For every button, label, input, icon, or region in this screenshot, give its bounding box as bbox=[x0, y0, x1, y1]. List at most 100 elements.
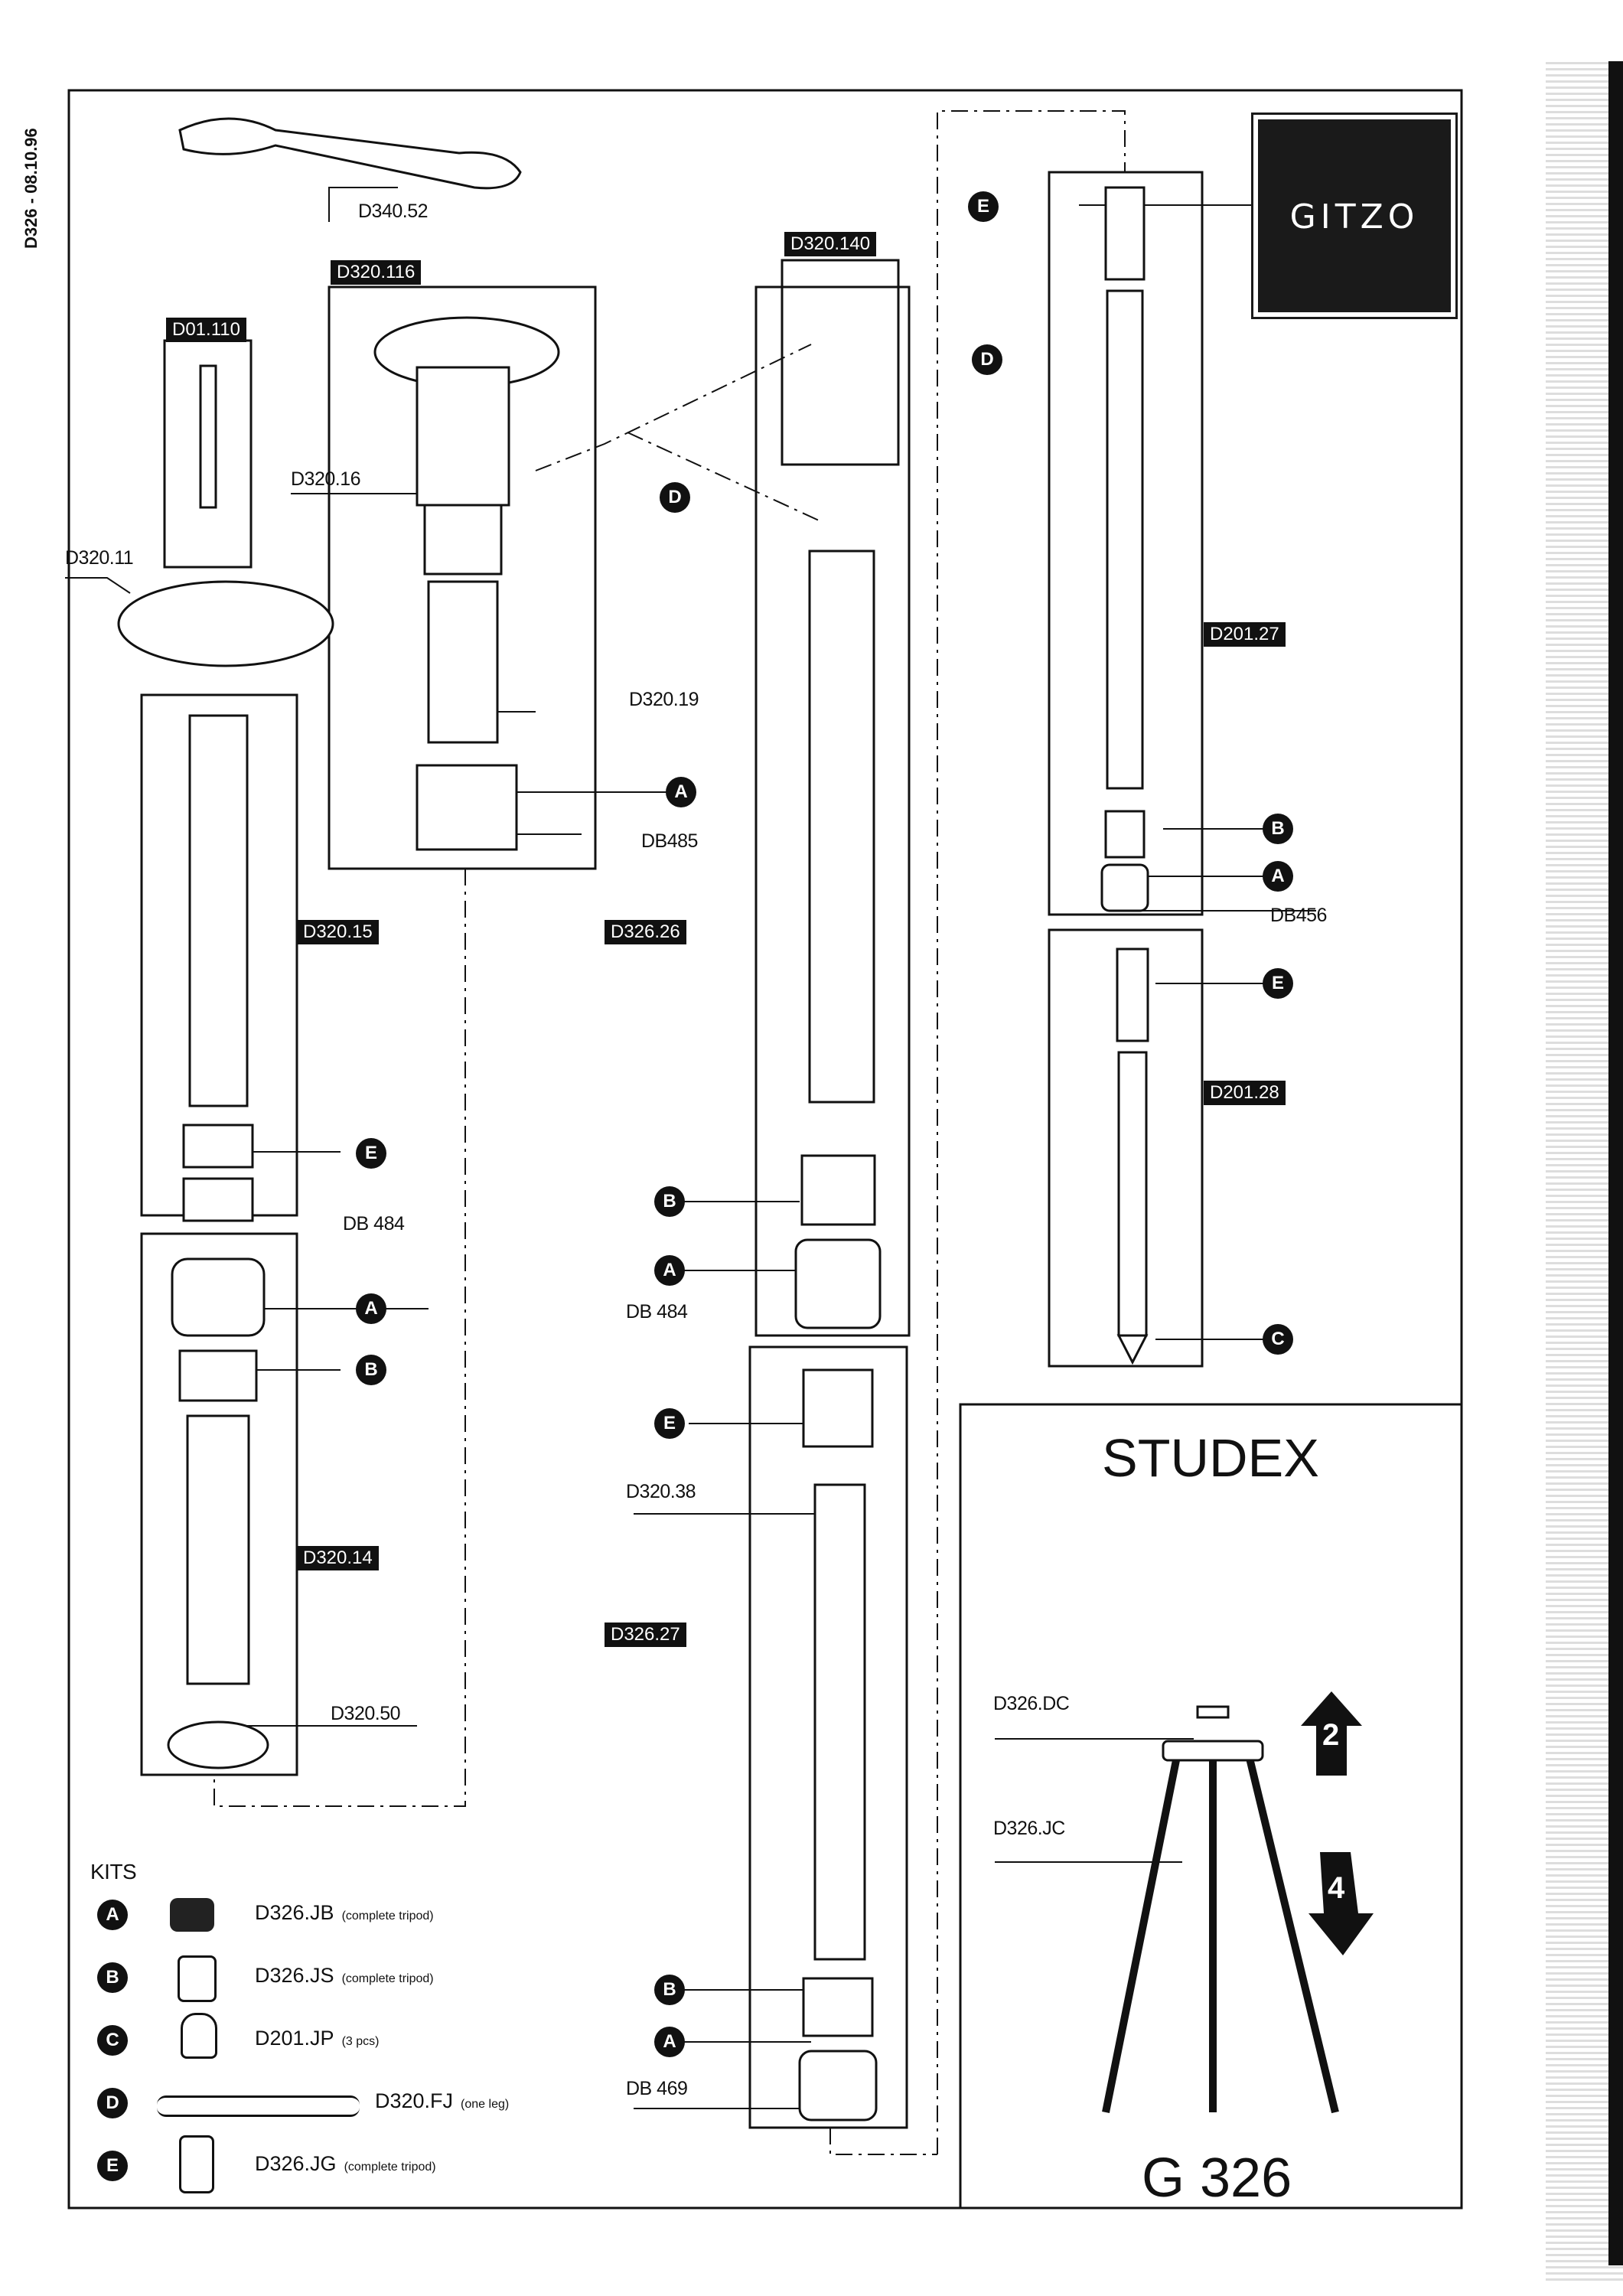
marker-d: D bbox=[660, 482, 690, 513]
scanned-page-edge-dark bbox=[1608, 61, 1623, 2265]
label-d320-16: D320.16 bbox=[291, 468, 361, 490]
label-db485: DB485 bbox=[641, 830, 698, 852]
kit-item-b: D326.JS(complete tripod) bbox=[255, 1964, 434, 1988]
nut-db485 bbox=[416, 764, 518, 851]
sleeve-d320-19 bbox=[427, 580, 499, 744]
tripod-legs bbox=[1102, 1747, 1339, 2114]
marker-e: E bbox=[968, 191, 999, 222]
label-d340-52: D340.52 bbox=[358, 201, 429, 222]
column-d320-14 bbox=[186, 1414, 250, 1685]
tag-d320-140: D320.140 bbox=[784, 232, 877, 256]
tag-d320-14: D320.14 bbox=[297, 1546, 379, 1570]
marker-e: E bbox=[356, 1138, 386, 1169]
direction-arrows bbox=[1301, 1691, 1374, 1955]
label-db484-left: DB 484 bbox=[343, 1213, 405, 1234]
kit-item-c: D201.JP (3 pcs) bbox=[255, 2027, 379, 2050]
kit-knob-icon bbox=[170, 1898, 214, 1932]
kit-item-a: D326.JB (complete tripod) bbox=[255, 1901, 434, 1925]
head-collar bbox=[416, 366, 510, 507]
kit-sleeve-icon bbox=[178, 1955, 217, 2002]
spike-foot bbox=[1116, 1334, 1149, 1365]
marker-a: A bbox=[1263, 861, 1293, 892]
box-d326-26 bbox=[754, 285, 911, 1337]
label-d326-dc: D326.DC bbox=[993, 1693, 1070, 1714]
kit-note: (complete tripod) bbox=[344, 2161, 436, 2174]
kit-item-e: D326.JG (complete tripod) bbox=[255, 2152, 436, 2176]
product-name: STUDEX bbox=[1102, 1428, 1319, 1488]
kit-marker-d: D bbox=[97, 2088, 128, 2118]
label-d320-11: D320.11 bbox=[65, 547, 134, 569]
box-d320-14 bbox=[140, 1232, 298, 1776]
kit-note: (one leg) bbox=[461, 2098, 510, 2111]
marker-a: A bbox=[654, 2027, 685, 2057]
tag-d320-15: D320.15 bbox=[297, 920, 379, 944]
wrench-part bbox=[178, 117, 522, 190]
guide-left bbox=[213, 869, 466, 1807]
marker-a: A bbox=[654, 1255, 685, 1286]
box-d320-140 bbox=[781, 259, 900, 466]
leg-d201-27 bbox=[1106, 289, 1144, 790]
kit-note: (3 pcs) bbox=[341, 2035, 380, 2048]
guide-bolt bbox=[535, 344, 812, 471]
kit-marker-e: E bbox=[97, 2151, 128, 2181]
kit-code: D326.JG bbox=[255, 2152, 337, 2175]
tag-d201-27: D201.27 bbox=[1204, 622, 1286, 647]
leg-d326-27 bbox=[813, 1483, 866, 1961]
arrow-down-icon bbox=[1309, 1852, 1374, 1955]
foot-d320-50 bbox=[167, 1720, 269, 1769]
tag-d201-28: D201.28 bbox=[1204, 1081, 1286, 1105]
tag-d326-27: D326.27 bbox=[605, 1623, 686, 1647]
disc-part bbox=[117, 580, 334, 667]
marker-e: E bbox=[654, 1408, 685, 1439]
arrow-down-number: 4 bbox=[1328, 1871, 1344, 1905]
kit-hinge-set-icon bbox=[157, 2095, 360, 2117]
kit-marker-a: A bbox=[97, 1900, 128, 1930]
leg-d326-26 bbox=[808, 550, 875, 1104]
box-d326-27 bbox=[748, 1345, 908, 2129]
knob-db484-left bbox=[171, 1257, 266, 1337]
marker-a: A bbox=[666, 777, 696, 807]
marker-b: B bbox=[356, 1355, 386, 1385]
marker-b: B bbox=[654, 1186, 685, 1217]
arrow-up-icon bbox=[1301, 1691, 1362, 1776]
box-d320-116 bbox=[328, 285, 597, 870]
marker-d: D bbox=[972, 344, 1002, 375]
brand-logo: GITZO bbox=[1251, 113, 1458, 319]
label-d320-38: D320.38 bbox=[626, 1481, 696, 1502]
kit-note: (complete tripod) bbox=[341, 1910, 434, 1923]
document-reference: D326 - 08.10.96 bbox=[21, 128, 41, 249]
threaded-rod bbox=[199, 364, 217, 509]
label-db469: DB 469 bbox=[626, 2078, 688, 2099]
knob-db469 bbox=[798, 2050, 878, 2122]
kit-collar-icon bbox=[179, 2135, 214, 2193]
kit-note: (complete tripod) bbox=[341, 1972, 434, 1985]
tripod-head bbox=[1196, 1705, 1230, 1719]
knob-db484-mid bbox=[794, 1238, 882, 1329]
kit-item-d: D320.FJ(one leg) bbox=[375, 2089, 509, 2113]
label-d320-50: D320.50 bbox=[331, 1703, 401, 1724]
brand-name: GITZO bbox=[1289, 197, 1419, 236]
label-d320-19: D320.19 bbox=[629, 689, 699, 710]
box-d201-28 bbox=[1048, 928, 1204, 1368]
tag-d01-110: D01.110 bbox=[166, 318, 246, 342]
column-d320-15 bbox=[188, 714, 249, 1107]
tag-d326-26: D326.26 bbox=[605, 920, 686, 944]
label-db456: DB456 bbox=[1270, 905, 1327, 926]
label-d326-jc: D326.JC bbox=[993, 1818, 1065, 1839]
box-studex bbox=[959, 1403, 1463, 2210]
marker-a: A bbox=[356, 1293, 386, 1324]
guide-right bbox=[937, 110, 1126, 2154]
model-number: G 326 bbox=[1142, 2148, 1292, 2209]
arrow-up-number: 2 bbox=[1322, 1718, 1339, 1752]
kit-code: D201.JP bbox=[255, 2027, 334, 2050]
kit-code: D326.JB bbox=[255, 1901, 334, 1924]
leg-d201-28 bbox=[1117, 1051, 1148, 1337]
kit-foot-icon bbox=[181, 2013, 217, 2059]
marker-b: B bbox=[1263, 814, 1293, 844]
marker-c: C bbox=[1263, 1324, 1293, 1355]
tag-d320-116: D320.116 bbox=[331, 260, 422, 285]
guide-bottom bbox=[829, 2128, 937, 2155]
kit-marker-b: B bbox=[97, 1962, 128, 1993]
